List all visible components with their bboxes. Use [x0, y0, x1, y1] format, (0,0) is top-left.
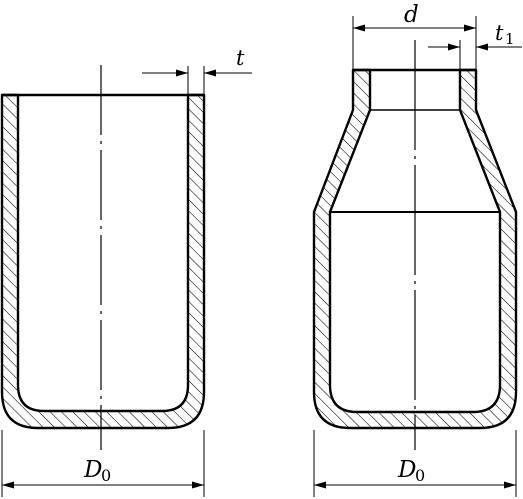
bottle-diameter-subscript: 0: [415, 466, 425, 485]
bottle-diameter-label: D: [397, 457, 416, 483]
cup-wall-section: [0, 93, 206, 430]
bottle-part: [312, 40, 518, 450]
thickness-dimension-t: t: [142, 46, 252, 95]
neck-diameter-label: d: [404, 2, 419, 28]
cup-diameter-label: D: [83, 457, 102, 483]
neck-thickness-subscript: 1: [505, 30, 515, 48]
cylindrical-cup: [0, 65, 206, 450]
cup-diameter-dimension: D 0: [1, 430, 205, 497]
neck-diameter-dimension: d: [352, 2, 477, 70]
cup-diameter-subscript: 0: [101, 466, 111, 485]
bottle-diameter-dimension: D 0: [313, 430, 517, 497]
neck-thickness-dimension: t 1: [428, 21, 522, 70]
neck-thickness-label: t: [495, 21, 504, 45]
thickness-label-t: t: [236, 46, 245, 70]
